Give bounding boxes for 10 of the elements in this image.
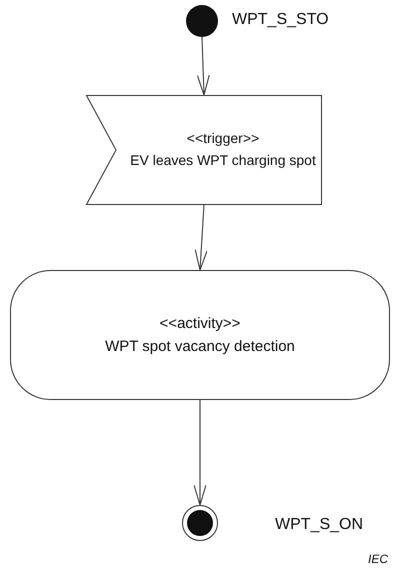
node-text: WPT spot vacancy detection (105, 337, 295, 357)
stereotype-text: <<trigger>> (186, 129, 260, 148)
node-text: EV leaves WPT charging spot (130, 151, 316, 170)
arrow (194, 400, 206, 506)
state-label: WPT_S_STO (232, 11, 329, 29)
state-label: WPT_S_ON (275, 516, 364, 534)
source-note: IEC (368, 552, 388, 566)
stereotype-text: <<activity>> (160, 314, 240, 334)
arrow (196, 36, 210, 96)
arrow (194, 204, 208, 270)
